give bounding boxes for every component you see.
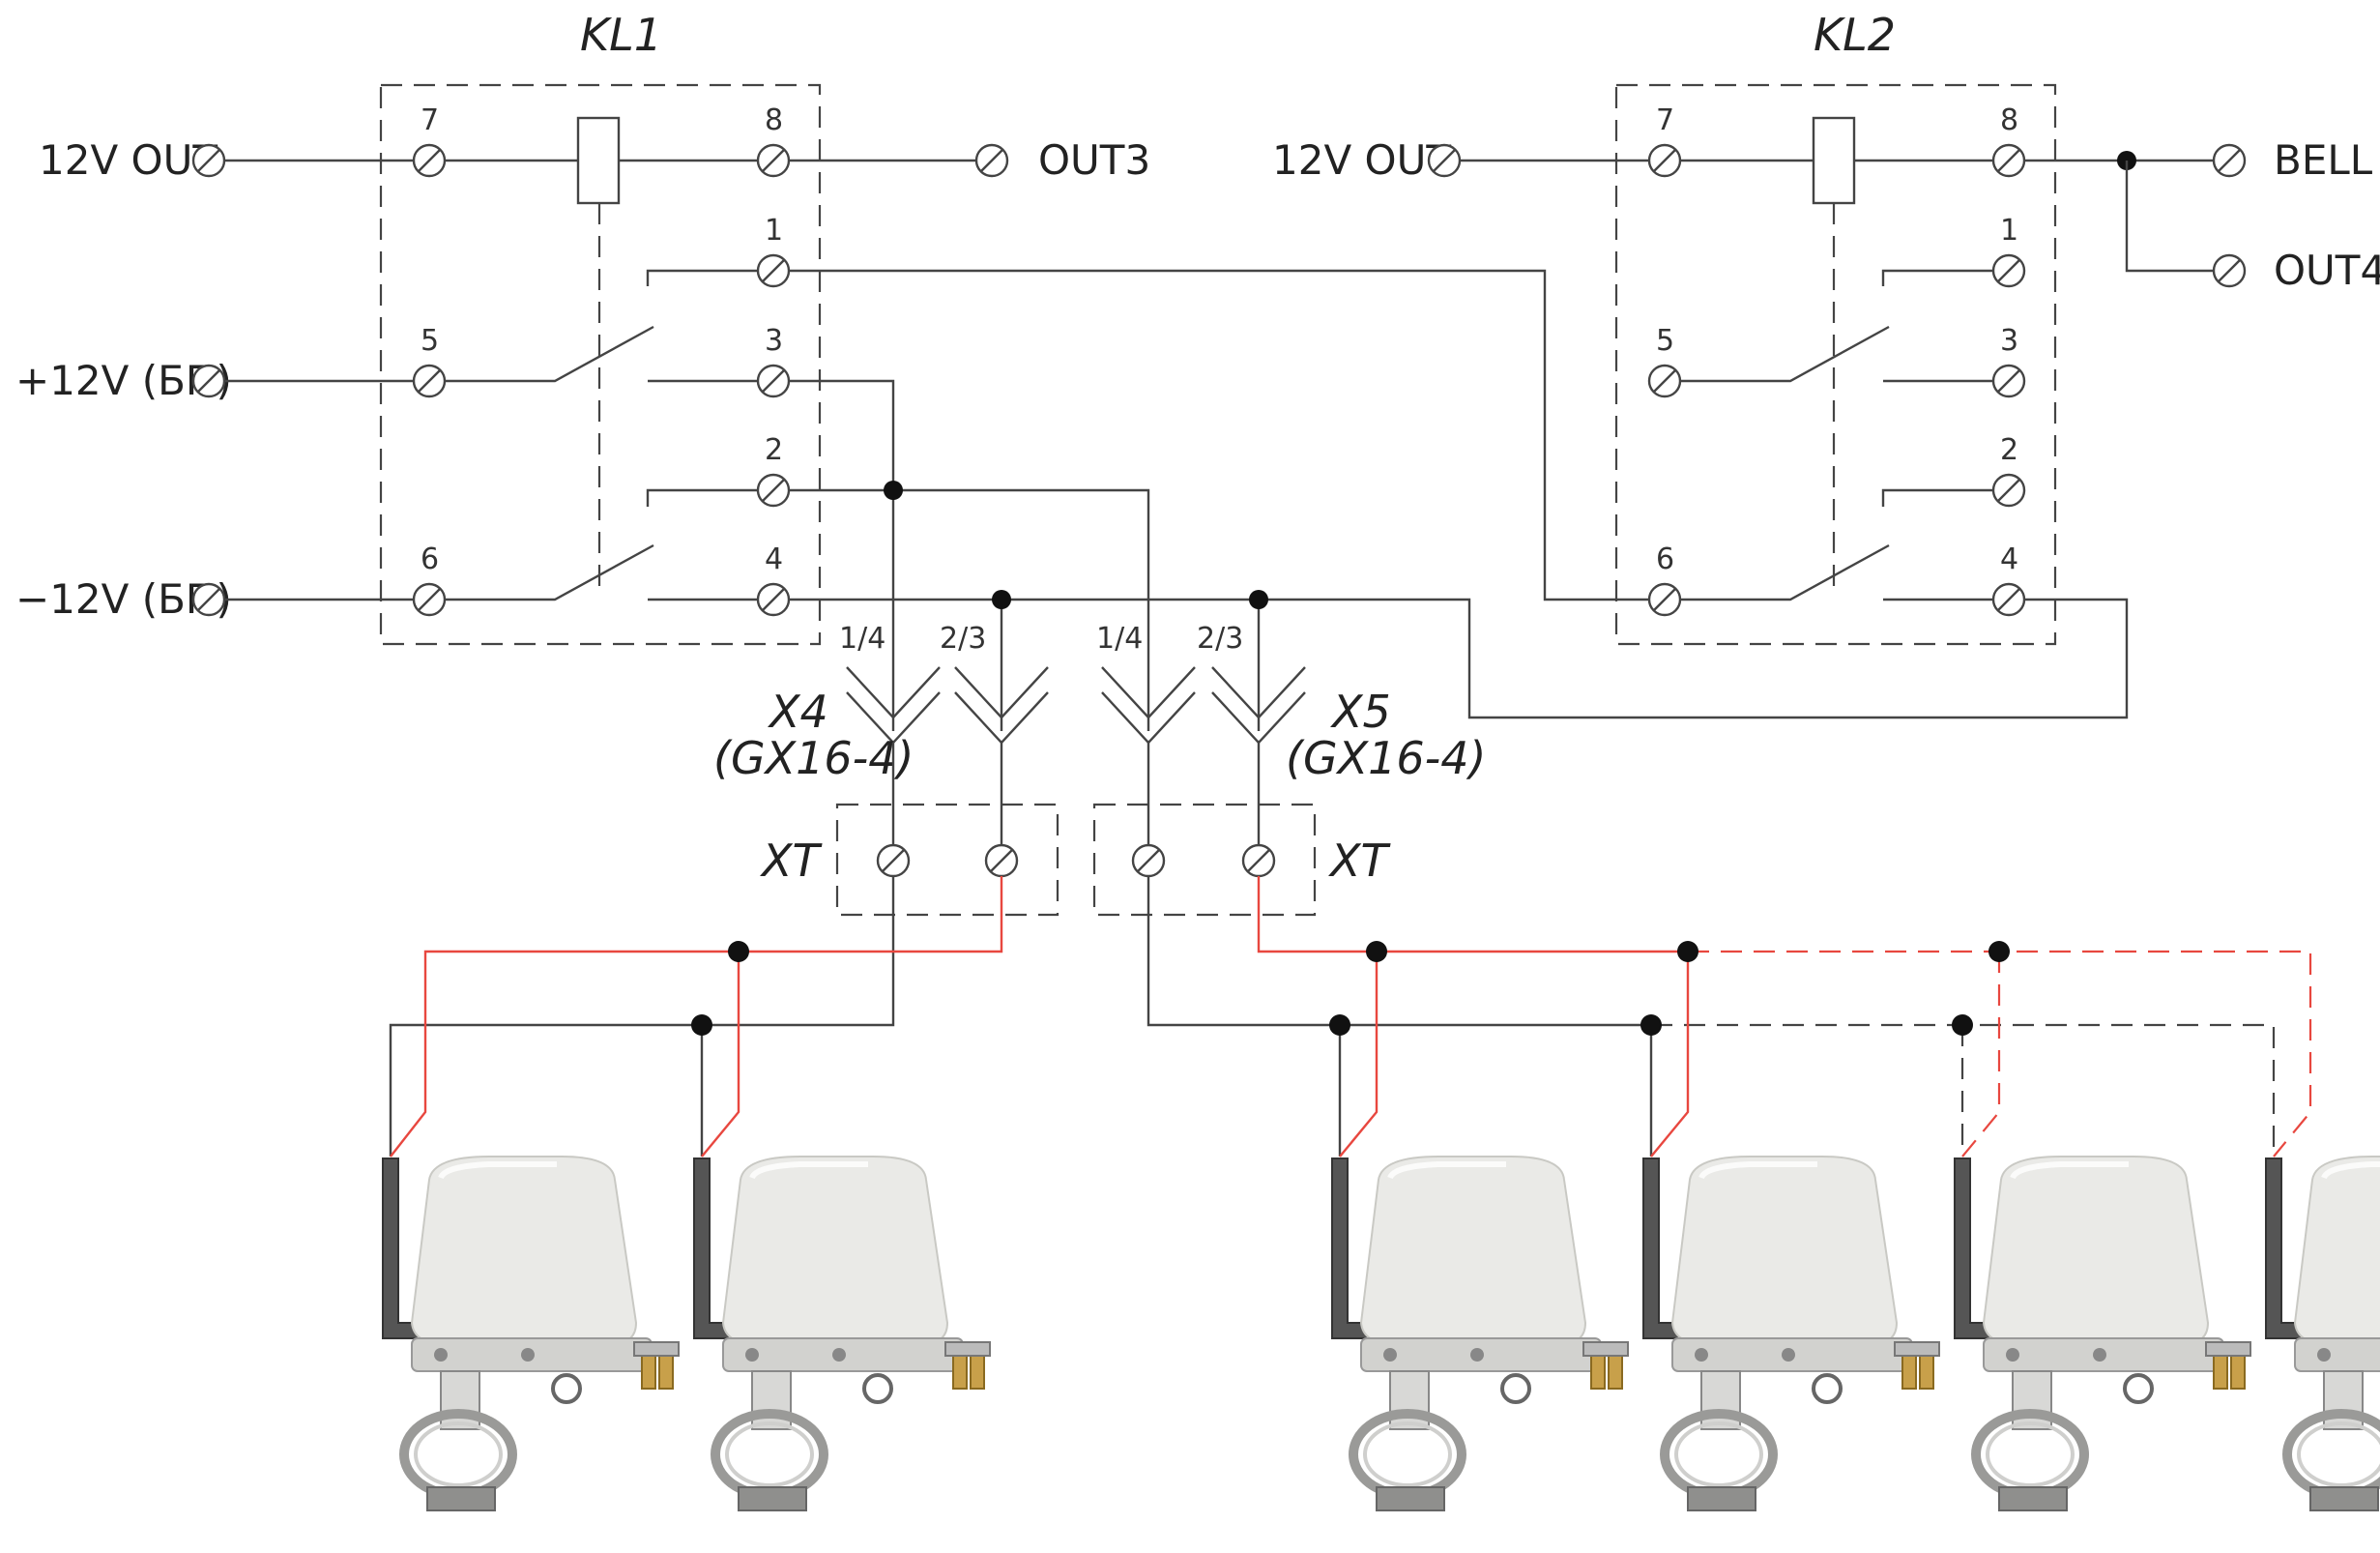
kl1-pin-5-label: 5 [421,324,439,358]
xt-left-terminal-2[interactable] [984,843,1019,878]
kl2-pin-4-terminal[interactable] [1991,582,2026,617]
kl2-coil [1812,116,1856,205]
kl1-pin-4-terminal[interactable] [756,582,791,617]
kl2-pin-4-label: 4 [2000,542,2018,576]
x4-type: (GX16-4) [713,732,914,784]
kl2-housing [1614,83,2057,646]
kl2-switch-b [1680,488,1993,601]
kl1-pin-6-terminal[interactable] [412,582,447,617]
kl2-pin-7-terminal[interactable] [1647,143,1682,178]
out3-label: OUT3 [1038,136,1150,184]
kl2-pin-5-terminal[interactable] [1647,364,1682,398]
kl2-pin-8-label: 8 [2000,103,2018,137]
kl1-pin-8-terminal[interactable] [756,143,791,178]
kl1-pin-4-label: 4 [765,542,783,576]
kl1-12v-out-terminal[interactable] [191,143,226,178]
kl2-pin-3-terminal[interactable] [1991,364,2026,398]
x5-name: X5 [1330,686,1391,738]
kl1-pin-5-terminal[interactable] [412,364,447,398]
xt-right-label: XT [1328,835,1392,887]
valve-1-image [383,1157,679,1510]
kl1-pin-3-terminal[interactable] [756,364,791,398]
kl2-pin-3-label: 3 [2000,324,2018,358]
x4-pin-a-label: 1/4 [839,622,885,656]
kl1-switch-a [445,269,758,383]
kl2-pin-7-label: 7 [1656,103,1674,137]
xt-block-right [1092,803,1317,917]
xt-left-terminal-1[interactable] [876,843,911,878]
kl1-housing [379,83,822,646]
kl2-pin-1-label: 1 [2000,214,2018,248]
out3-terminal[interactable] [974,143,1009,178]
x5-plug-symbol [1101,666,1306,745]
valve-5-image [1955,1157,2250,1510]
valve-2-image [694,1157,990,1510]
kl1-pin-7-terminal[interactable] [412,143,447,178]
kl2-12v-out-label: 12V OUT [1272,136,1451,184]
kl1-coil [576,116,621,205]
out4-label: OUT4 [2274,247,2380,294]
xt-left-label: XT [760,835,824,887]
x5-pin-b-label: 2/3 [1197,622,1243,656]
kl1-pin-7-label: 7 [421,103,439,137]
kl1-pin1-to-kl2-pin6 [789,269,1649,601]
xt-right-terminal-1[interactable] [1131,843,1166,878]
left-ground-wire [389,876,895,1157]
kl1-pin-1-terminal[interactable] [756,253,791,288]
kl2-pin-5-label: 5 [1656,324,1674,358]
x5-type: (GX16-4) [1286,732,1486,784]
kl1-pin-2-terminal[interactable] [756,473,791,508]
kl2-title: KL2 [1814,9,1896,61]
kl2-pin-2-label: 2 [2000,433,2018,467]
x4-pin-b-label: 2/3 [940,622,986,656]
right-ground-wire [1146,876,1653,1157]
kl1-12v-out-label: 12V OUT [39,136,218,184]
kl1-pin-3-label: 3 [765,324,783,358]
xt-block-left [835,803,1059,917]
kl2-pin-6-label: 6 [1656,542,1674,576]
kl2-switch-a [1680,269,1993,383]
xt-right-terminal-2[interactable] [1241,843,1276,878]
kl1-switch-b [445,488,758,601]
kl2-pin-8-terminal[interactable] [1991,143,2026,178]
kl2-12v-out-terminal[interactable] [1427,143,1462,178]
kl2-pin-1-terminal[interactable] [1991,253,2026,288]
kl1-pin-2-label: 2 [765,433,783,467]
kl2-pin-2-terminal[interactable] [1991,473,2026,508]
bell-terminal[interactable] [2212,143,2247,178]
bell-label: BELL [2274,136,2373,184]
valve-6-image [2266,1157,2380,1510]
valve-3-image [1332,1157,1628,1510]
x5-pin-a-label: 1/4 [1096,622,1143,656]
minus12v-terminal[interactable] [191,582,226,617]
left-positive-wire [390,876,1003,1157]
valve-4-image [1643,1157,1939,1510]
kl1-title: KL1 [580,9,662,61]
x4-name: X4 [768,686,828,738]
kl1-pin-8-label: 8 [765,103,783,137]
plus12v-terminal[interactable] [191,364,226,398]
kl1-pin-6-label: 6 [421,542,439,576]
out4-terminal[interactable] [2212,253,2247,288]
right-positive-wire [1257,876,1690,1157]
kl1-pin-1-label: 1 [765,214,783,248]
kl2-pin-6-terminal[interactable] [1647,582,1682,617]
